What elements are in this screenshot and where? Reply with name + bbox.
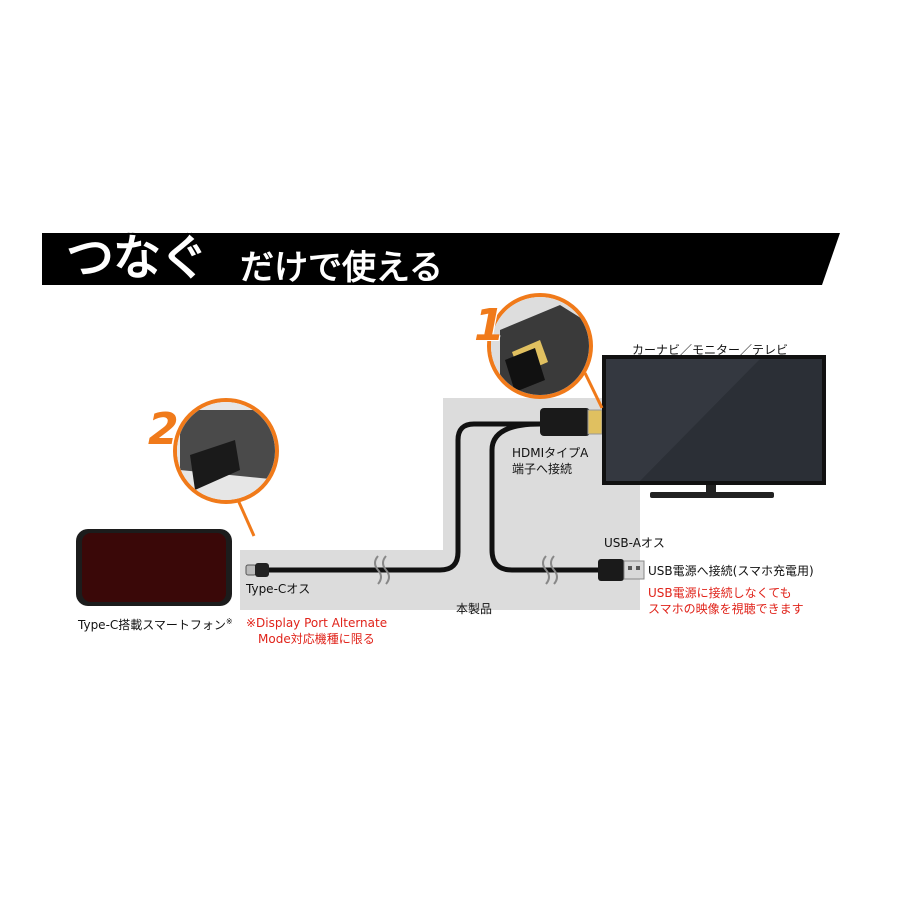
cable-usb bbox=[489, 421, 600, 573]
hdmi-plug bbox=[540, 408, 603, 436]
tv-image bbox=[602, 355, 826, 498]
headline-main: つなぐ bbox=[66, 230, 208, 286]
step-number-1: 1 bbox=[474, 300, 505, 351]
hdmi-label-line1: HDMIタイプA bbox=[512, 446, 589, 460]
product-panel bbox=[240, 398, 640, 610]
type-c-plug bbox=[245, 563, 269, 577]
cable-hdmi bbox=[262, 421, 540, 573]
headline-rest: だけで使える bbox=[240, 248, 443, 288]
zoom-circle-hdmi bbox=[487, 293, 604, 409]
usb-note-line2: スマホの映像を視聴できます bbox=[648, 602, 804, 616]
dp-note-line1: ※Display Port Alternate bbox=[246, 616, 388, 630]
smartphone-image bbox=[76, 529, 232, 606]
smartphone-label: Type-C搭載スマートフォン※ bbox=[78, 614, 233, 633]
zoom-circle-type-c bbox=[173, 398, 279, 537]
hdmi-label-line2: 端子へ接続 bbox=[512, 462, 573, 476]
usb-a-label: USB-Aオス bbox=[604, 536, 665, 550]
usb-a-plug bbox=[598, 559, 645, 581]
usb-note-line1: USB電源に接続しなくても bbox=[648, 586, 792, 600]
smartphone-label-mark: ※ bbox=[225, 617, 233, 626]
dp-note-line2: Mode対応機種に限る bbox=[258, 632, 375, 646]
usb-power-label: USB電源へ接続(スマホ充電用) bbox=[648, 564, 814, 578]
headline-banner bbox=[42, 233, 840, 285]
smartphone-label-text: Type-C搭載スマートフォン bbox=[78, 618, 226, 632]
tv-label: カーナビ／モニター／テレビ bbox=[632, 343, 789, 357]
cable-break-1 bbox=[374, 555, 390, 585]
step-number-2: 2 bbox=[148, 404, 179, 455]
product-label: 本製品 bbox=[456, 602, 493, 616]
type-c-label: Type-Cオス bbox=[246, 582, 311, 596]
cable-break-2 bbox=[542, 555, 558, 585]
